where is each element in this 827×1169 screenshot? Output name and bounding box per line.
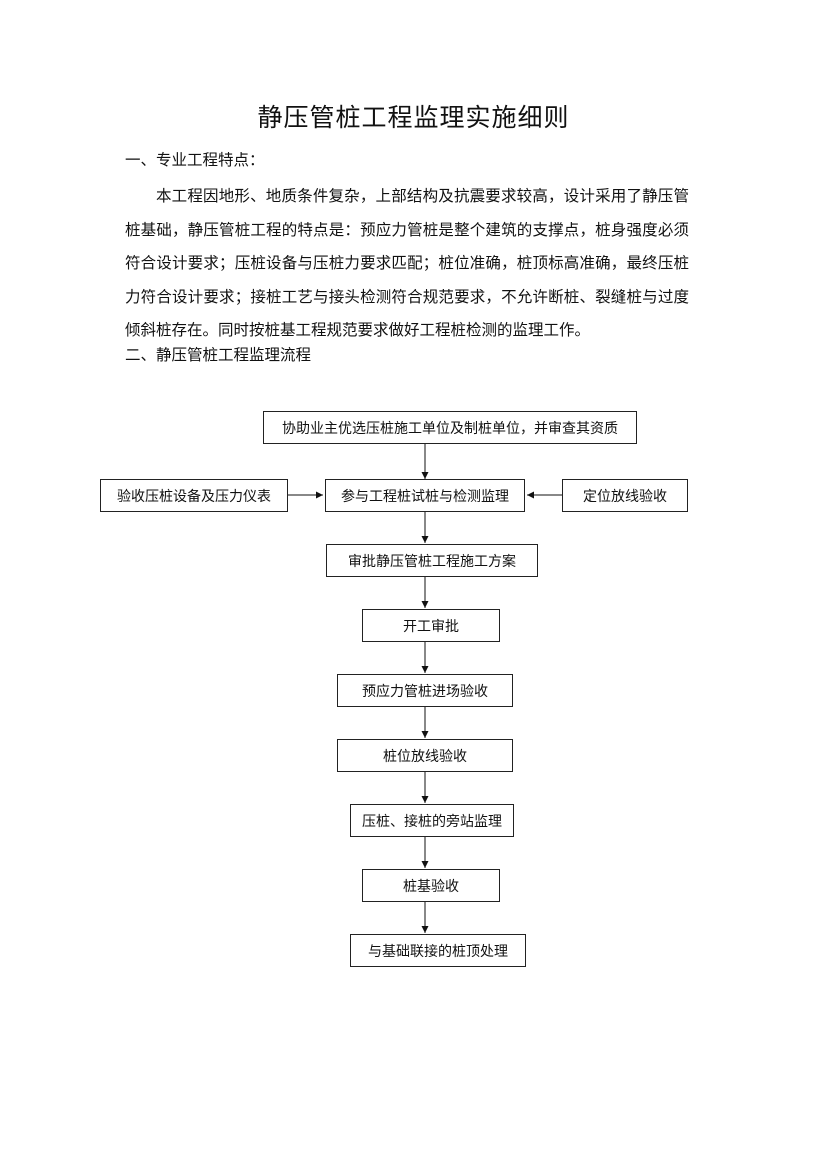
- flow-step-8: 桩基验收: [362, 869, 500, 902]
- document-title: 静压管桩工程监理实施细则: [257, 103, 570, 132]
- flow-step-3: 审批静压管桩工程施工方案: [326, 544, 538, 577]
- flow-step-4: 开工审批: [362, 609, 500, 642]
- flow-side-left: 验收压桩设备及压力仪表: [100, 479, 288, 512]
- section-2-heading: 二、静压管桩工程监理流程: [125, 346, 312, 364]
- flow-side-right: 定位放线验收: [562, 479, 688, 512]
- flow-step-7: 压桩、接桩的旁站监理: [350, 804, 514, 837]
- flow-step-6: 桩位放线验收: [337, 739, 513, 772]
- section-1-paragraph: 本工程因地形、地质条件复杂，上部结构及抗震要求较高，设计采用了静压管桩基础，静压…: [125, 187, 689, 340]
- flow-step-9: 与基础联接的桩顶处理: [350, 934, 526, 967]
- flow-step-2: 参与工程桩试桩与检测监理: [325, 479, 525, 512]
- flow-step-1: 协助业主优选压桩施工单位及制桩单位，并审查其资质: [263, 411, 637, 444]
- section-1-heading: 一、专业工程特点：: [125, 151, 265, 169]
- flow-step-5: 预应力管桩进场验收: [337, 674, 513, 707]
